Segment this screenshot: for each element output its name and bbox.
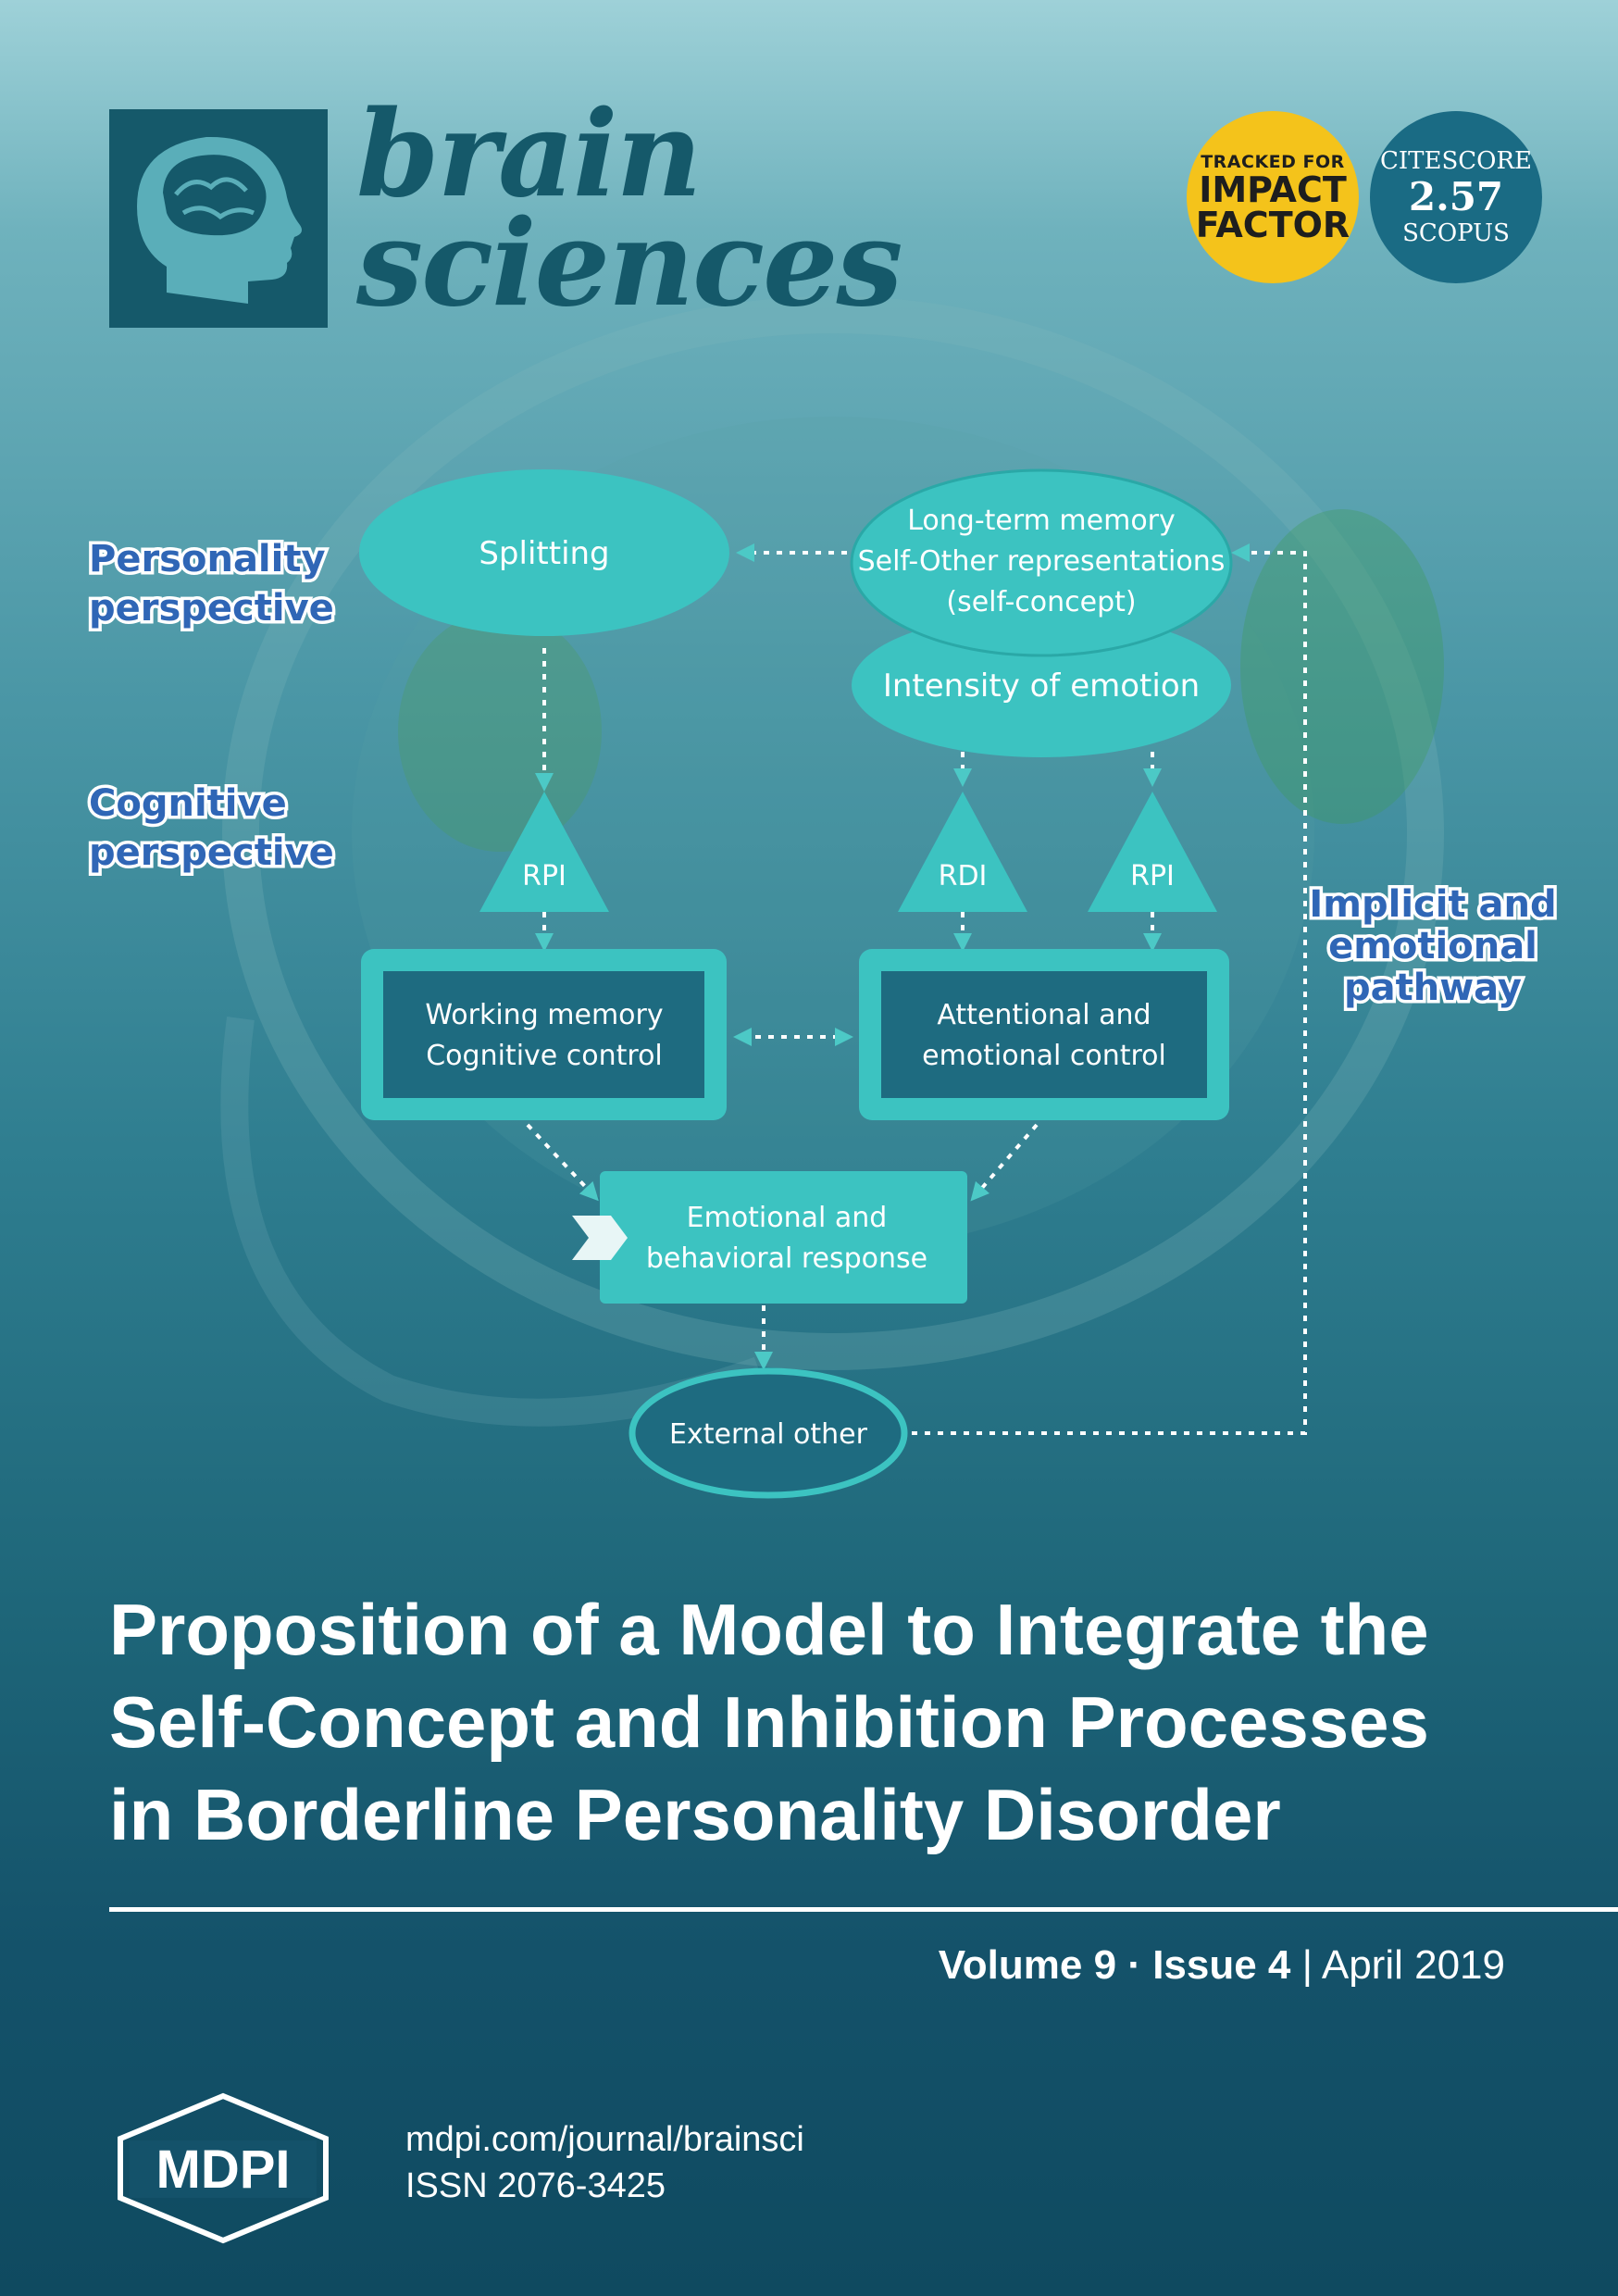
attentional-control-inner	[881, 971, 1207, 1098]
longterm-label-line1: Long-term memory	[907, 505, 1176, 537]
mdpi-logo-text: MDPI	[156, 2140, 291, 2200]
working-label-line2: Cognitive control	[426, 1040, 663, 1072]
rpi-right-label: RPI	[1130, 860, 1175, 892]
rpi-left-triangle	[479, 792, 609, 912]
journal-name-line1: brain	[356, 85, 703, 224]
diagram-connectors	[526, 543, 1307, 1435]
response-label-line1: Emotional and	[687, 1202, 888, 1234]
attentional-label-line1: Attentional and	[937, 999, 1151, 1031]
working-memory-inner	[383, 971, 704, 1098]
model-diagram: Splitting Intensity of emotion Long-term…	[86, 468, 1560, 1499]
rdi-triangle	[898, 792, 1027, 912]
longterm-memory-node	[850, 468, 1233, 657]
issue-date: April 2019	[1321, 1942, 1505, 1988]
article-title-line2: Self-Concept and Inhibition Processes	[109, 1681, 1429, 1763]
impact-factor-badge: TRACKED FOR IMPACT FACTOR	[1187, 111, 1359, 283]
issue-separator: ·	[1116, 1942, 1153, 1988]
connector-attentional-response	[970, 1123, 1039, 1202]
mdpi-hexagon-icon	[118, 2092, 329, 2244]
longterm-label-line3: (self-concept)	[946, 586, 1136, 618]
implicit-pathway-line1: Implicit and	[1309, 883, 1556, 926]
journal-logo	[109, 109, 328, 328]
rpi-right-triangle	[1088, 792, 1217, 912]
attentional-label-line2: emotional control	[922, 1040, 1166, 1072]
personality-perspective-line2: perspective	[89, 587, 334, 630]
cognitive-perspective-line2: perspective	[89, 831, 334, 874]
title-divider	[109, 1907, 1618, 1912]
journal-url: mdpi.com/journal/brainsci	[405, 2120, 804, 2159]
volume-label: Volume 9	[938, 1942, 1117, 1988]
citescore-source: SCOPUS	[1402, 219, 1510, 247]
impact-badge-line3: FACTOR	[1195, 205, 1350, 245]
implicit-pathway-line2: emotional	[1328, 925, 1537, 967]
personality-perspective-line1: Personality	[89, 538, 326, 580]
cognitive-perspective-line1: Cognitive	[89, 782, 287, 825]
intensity-label: Intensity of emotion	[883, 668, 1200, 705]
connector-feedback-pathway	[912, 543, 1307, 1435]
emotional-response-node	[600, 1171, 967, 1304]
response-label-line2: behavioral response	[646, 1242, 927, 1275]
external-label: External other	[669, 1418, 868, 1451]
intensity-node	[852, 613, 1231, 757]
citescore-label: CITESCORE	[1379, 147, 1533, 175]
impact-badge-line2: IMPACT	[1199, 169, 1347, 210]
head-brain-icon	[137, 136, 302, 304]
implicit-pathway-line3: pathway	[1344, 967, 1522, 1009]
issue-label: Issue 4	[1152, 1942, 1291, 1988]
splitting-label: Splitting	[479, 535, 609, 572]
issue-info: Volume 9 · Issue 4 | April 2019	[741, 1942, 1505, 1989]
splitting-node	[359, 469, 729, 636]
chevron-icon	[572, 1216, 628, 1260]
mdpi-logo: MDPI	[118, 2092, 329, 2244]
citescore-badge: CITESCORE 2.57 SCOPUS	[1370, 111, 1542, 283]
external-other-node	[629, 1367, 908, 1499]
journal-name: brain sciences	[356, 85, 903, 333]
connector-working-response	[526, 1123, 599, 1202]
article-title-line3: in Borderline Personality Disorder	[109, 1774, 1281, 1855]
longterm-label-line2: Self-Other representations	[858, 545, 1226, 578]
impact-badge-line1: TRACKED FOR	[1201, 152, 1345, 172]
article-title-line1: Proposition of a Model to Integrate the	[109, 1589, 1429, 1670]
mdpi-logo-backdrop	[130, 2140, 317, 2198]
rdi-label: RDI	[939, 860, 988, 892]
journal-name-line2: sciences	[356, 194, 903, 333]
issn: ISSN 2076-3425	[405, 2166, 666, 2205]
working-label-line1: Working memory	[425, 999, 663, 1031]
issue-divider: |	[1290, 1942, 1322, 1988]
citescore-value: 2.57	[1408, 174, 1504, 219]
rpi-left-label: RPI	[522, 860, 566, 892]
article-title: Proposition of a Model to Integrate the …	[109, 1583, 1535, 1861]
